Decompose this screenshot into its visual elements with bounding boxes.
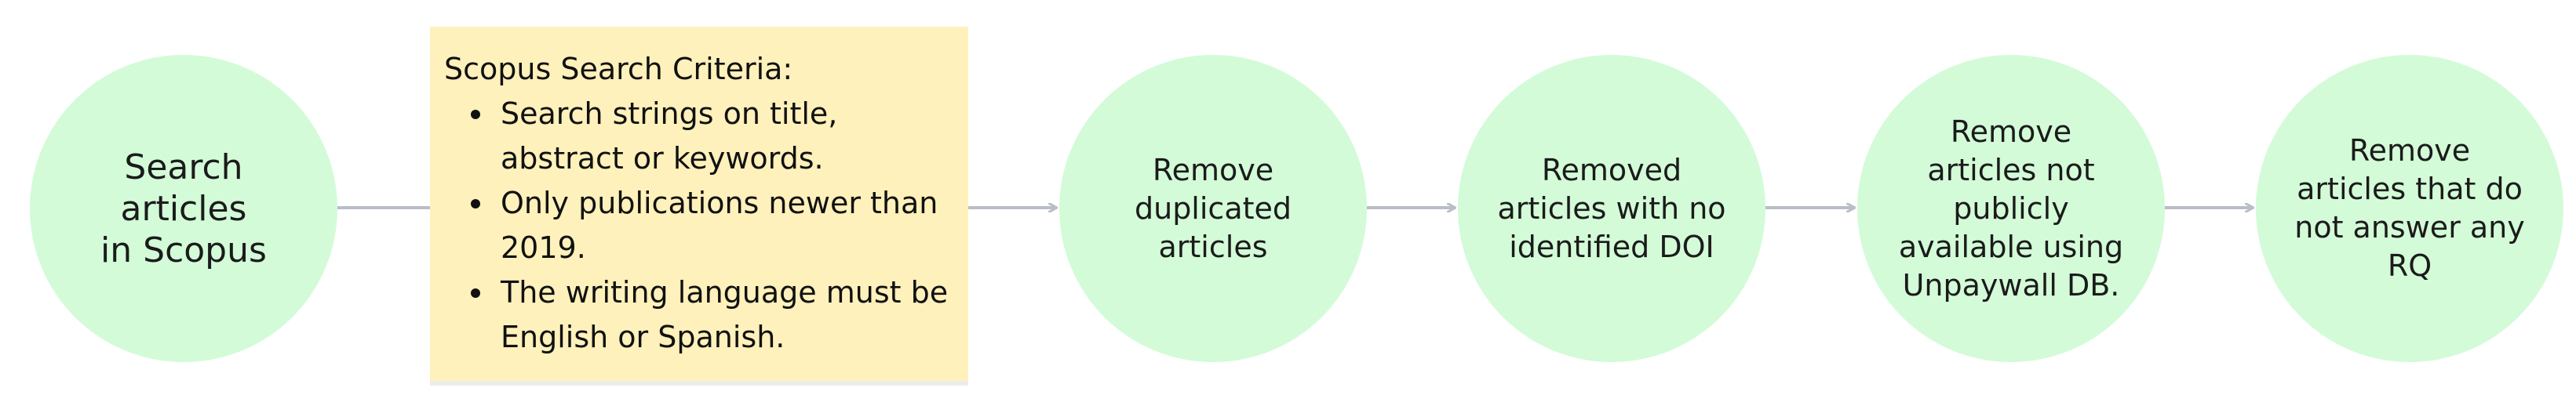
- bullet-icon: [471, 199, 480, 208]
- criteria-item-text: The writing language must be English or …: [501, 275, 949, 354]
- node-label: Remove articles not publicly available u…: [1898, 114, 2124, 303]
- node-remove-duplicates: Remove duplicated articles: [1059, 55, 1367, 362]
- criteria-item: The writing language must be English or …: [471, 270, 954, 360]
- node-remove-not-public: Remove articles not publicly available u…: [1857, 55, 2165, 362]
- bullet-icon: [471, 110, 480, 119]
- criteria-title: Scopus Search Criteria:: [444, 52, 793, 86]
- node-search-articles: Search articles in Scopus: [30, 55, 337, 362]
- node-label: Remove duplicated articles: [1134, 152, 1292, 264]
- criteria-list: Search strings on title, abstract or key…: [444, 92, 954, 360]
- node-label: Removed articles with no identified DOI: [1497, 152, 1726, 264]
- node-remove-no-rq: Remove articles that do not answer any R…: [2256, 55, 2563, 362]
- criteria-item: Only publications newer than 2019.: [471, 181, 954, 270]
- search-criteria-note: Scopus Search Criteria: Search strings o…: [430, 27, 968, 386]
- node-label: Search articles in Scopus: [100, 147, 267, 270]
- criteria-item-text: Search strings on title, abstract or key…: [501, 96, 838, 176]
- bullet-icon: [471, 288, 480, 298]
- criteria-item-text: Only publications newer than 2019.: [501, 186, 938, 265]
- node-remove-no-doi: Removed articles with no identified DOI: [1458, 55, 1765, 362]
- node-label: Remove articles that do not answer any R…: [2294, 133, 2525, 283]
- criteria-item: Search strings on title, abstract or key…: [471, 92, 954, 181]
